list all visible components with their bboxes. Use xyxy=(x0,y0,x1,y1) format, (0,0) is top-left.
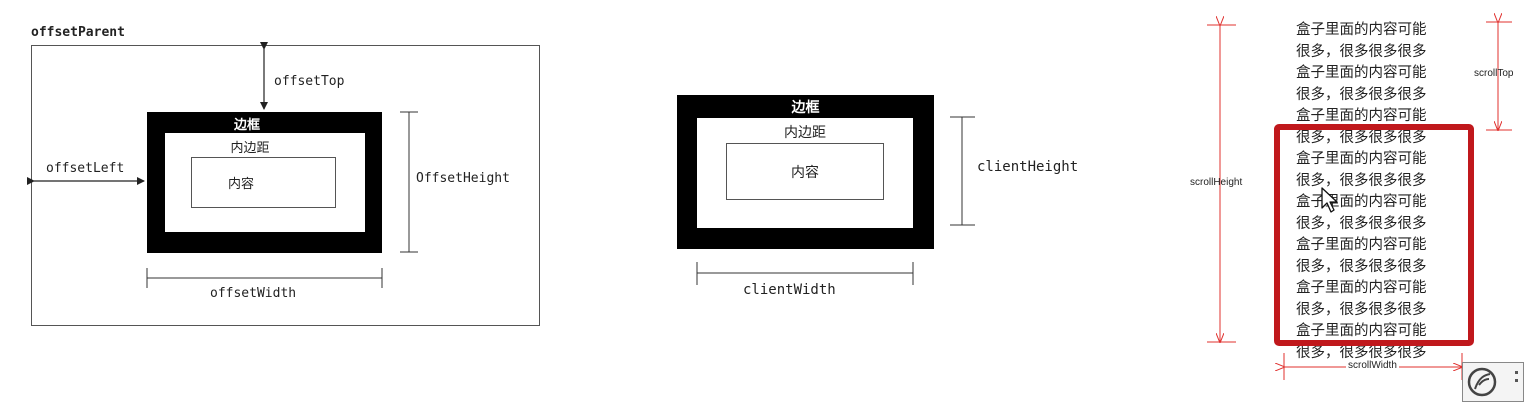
offset-parent-label: offsetParent xyxy=(31,25,125,40)
offset-border-label: 边框 xyxy=(233,118,260,133)
scroll-content-line: 盒子里面的内容可能 xyxy=(1296,280,1427,296)
offset-height-label: OffsetHeight xyxy=(416,171,510,186)
client-width-label: clientWidth xyxy=(743,282,836,298)
scroll-content-line: 很多，很多很多很多 xyxy=(1296,172,1427,189)
cursor-arrow-icon xyxy=(1321,187,1338,213)
scroll-content-line: 很多，很多很多很多 xyxy=(1296,258,1427,275)
offset-parent-box xyxy=(31,45,540,326)
offset-padding-label: 内边距 xyxy=(230,141,270,156)
offset-content-box xyxy=(191,157,336,208)
client-content-label: 内容 xyxy=(791,165,819,181)
client-border-label: 边框 xyxy=(791,100,820,116)
offset-left-label: offsetLeft xyxy=(46,161,125,176)
scroll-content-line: 很多，很多很多很多 xyxy=(1296,344,1427,361)
scroll-content-line: 很多，很多很多很多 xyxy=(1296,215,1427,232)
scroll-visible-frame xyxy=(1274,124,1474,346)
scroll-content-text: 盒子里面的内容可能 很多，很多很多很多 盒子里面的内容可能 很多，很多很多很多 … xyxy=(1296,20,1468,364)
scroll-height-label: scrollHeight xyxy=(1190,177,1243,188)
scroll-content-line: 很多，很多很多很多 xyxy=(1296,301,1427,318)
offset-width-label: offsetWidth xyxy=(210,286,297,301)
client-padding-label: 内边距 xyxy=(784,125,826,141)
scroll-content-line: 盒子里面的内容可能 xyxy=(1296,237,1427,253)
logo-badge-icon xyxy=(1467,367,1518,397)
scroll-content-line: 盒子里面的内容可能 xyxy=(1296,151,1427,167)
offset-content-label: 内容 xyxy=(227,177,254,192)
scroll-content-line: 很多，很多很多很多 xyxy=(1296,129,1427,146)
scroll-content-line: 盒子里面的内容可能 xyxy=(1296,65,1427,81)
scroll-content-line: 很多，很多很多很多 xyxy=(1296,86,1427,103)
client-height-label: clientHeight xyxy=(977,159,1079,175)
scroll-content-line: 很多，很多很多很多 xyxy=(1296,43,1427,60)
client-content-box xyxy=(726,143,884,200)
offset-top-label: offsetTop xyxy=(274,74,345,89)
scroll-content-line: 盒子里面的内容可能 xyxy=(1296,108,1427,124)
logo-badge xyxy=(1462,362,1524,402)
scroll-content-line: 盒子里面的内容可能 xyxy=(1296,22,1427,38)
scroll-content-line: 盒子里面的内容可能 xyxy=(1296,323,1427,339)
scroll-top-label: scrollTop xyxy=(1474,68,1514,79)
scroll-width-label: scrollWidth xyxy=(1346,360,1399,371)
